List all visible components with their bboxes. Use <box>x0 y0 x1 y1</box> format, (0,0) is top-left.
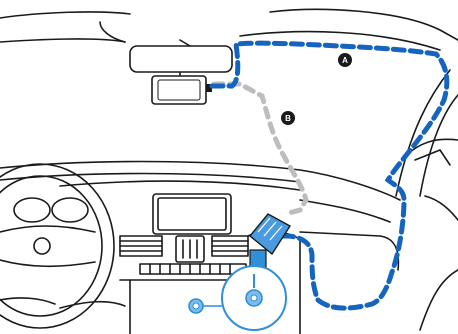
route-b-cable-path <box>211 81 309 217</box>
a-pillar-inner <box>395 69 451 197</box>
dash-camera-icon <box>151 72 212 105</box>
gauge-left <box>13 197 51 223</box>
infotainment-screen <box>157 197 227 231</box>
roof-inner-left <box>0 38 126 43</box>
roof-edge-right <box>269 8 458 41</box>
steering-spoke-lower <box>0 259 96 268</box>
sun-visor-curve <box>99 21 126 43</box>
route-b-marker-letter: B <box>285 114 291 123</box>
route-a-cable-path <box>209 40 450 311</box>
a-pillar-outer <box>419 94 458 197</box>
mirror-mount <box>179 39 191 47</box>
hazard-button-cluster <box>175 235 205 263</box>
steering-wheel-rim <box>0 163 115 329</box>
passenger-dash <box>299 199 391 223</box>
floor-edge-left <box>0 297 56 305</box>
power-socket-icon <box>188 265 287 331</box>
glovebox-top <box>299 231 400 271</box>
route-b-marker: B <box>281 111 295 125</box>
dashboard-ridge <box>0 172 301 183</box>
steering-hub <box>33 237 51 255</box>
car-charger-icon <box>249 213 291 275</box>
gauge-right <box>51 197 89 223</box>
route-a-marker-letter: A <box>342 56 348 65</box>
steering-wheel-inner <box>0 175 103 317</box>
dashboard-upper-panel <box>59 180 301 191</box>
side-mirror-housing <box>409 138 458 153</box>
steering-spoke-upper <box>0 225 96 233</box>
door-panel-curve <box>419 269 458 331</box>
roof-edge-left <box>0 11 131 19</box>
screen-bezel <box>152 193 232 235</box>
dashboard-top <box>0 160 401 201</box>
door-panel-top <box>424 195 458 221</box>
side-mirror-frame <box>414 149 451 166</box>
windshield-top-frame <box>239 30 441 51</box>
route-a-marker: A <box>338 53 352 67</box>
footwell-edge <box>59 300 126 309</box>
rear-view-mirror <box>129 45 233 73</box>
